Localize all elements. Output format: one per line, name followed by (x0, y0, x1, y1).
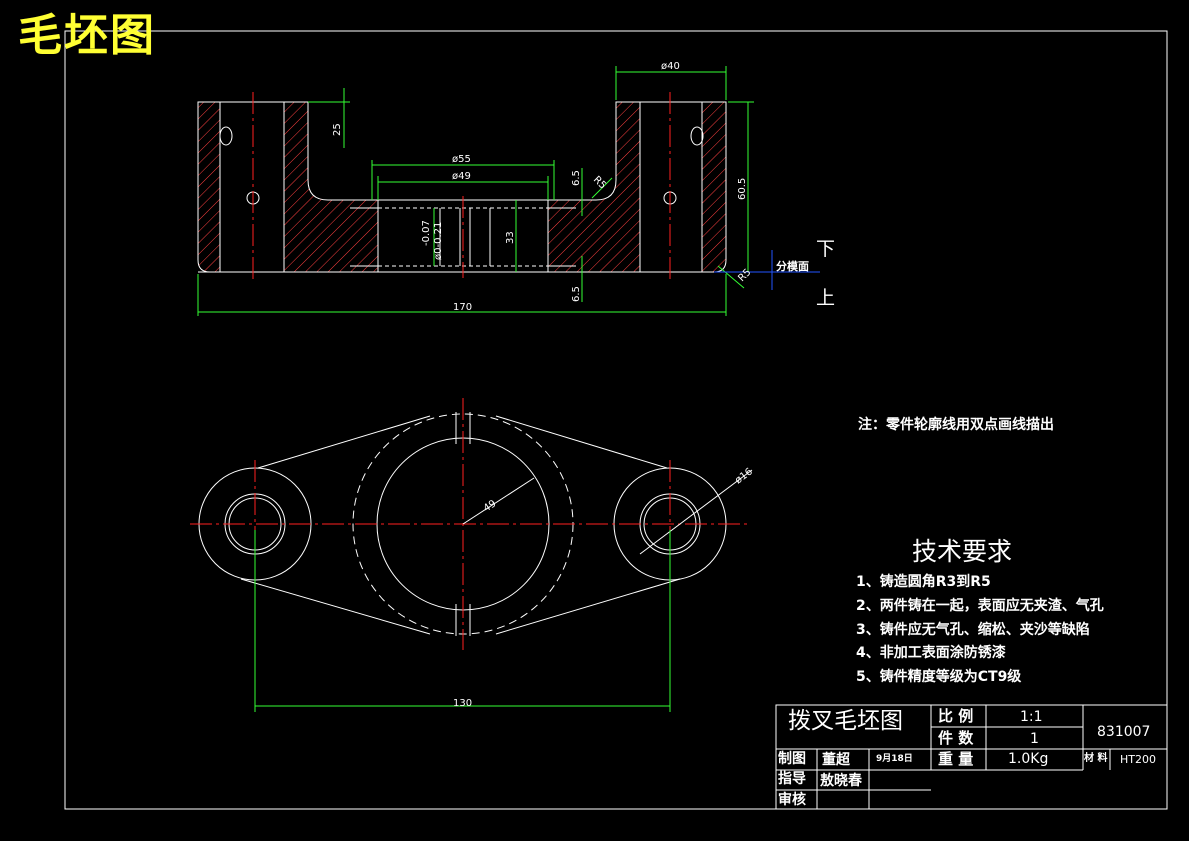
tb-drawn-date: 9月18日 (876, 754, 913, 764)
top-dimension-lines (462, 469, 753, 555)
tb-count-label: 件 数 (938, 729, 974, 747)
parting-upper-label: 上 (816, 287, 836, 309)
tb-weight-value: 1.0Kg (1008, 751, 1049, 767)
dim-h33: 33 (505, 231, 516, 244)
drawing-title: 毛坯图 (18, 10, 156, 61)
dim-r5a: R5 (591, 174, 608, 191)
dim-d49: ø49 (452, 171, 471, 182)
dim-h65a: 6.5 (571, 170, 582, 186)
tb-scale-value: 1:1 (1020, 709, 1043, 725)
title-block (775, 704, 1168, 810)
dim-r5b: R5 (736, 267, 753, 284)
tb-material-label: 材 料 (1084, 753, 1108, 764)
dim-h65b: 6.5 (571, 286, 582, 302)
dim-h605: 60.5 (737, 178, 748, 200)
dim-tol: -0.07 (421, 220, 432, 246)
requirement-item: 5、铸件精度等级为CT9级 (856, 669, 1022, 685)
front-dimensions (197, 66, 754, 316)
dim-d40: ø40 (661, 61, 680, 72)
tb-material-value: HT200 (1120, 753, 1156, 766)
requirement-item: 3、铸件应无气孔、缩松、夹沙等缺陷 (856, 622, 1090, 638)
dim-d55: ø55 (452, 154, 471, 165)
dim-d16: ø16 (733, 466, 755, 486)
tb-scale-label: 比 例 (938, 707, 974, 725)
dim-w130: 130 (453, 698, 472, 709)
tb-weight-label: 重 量 (938, 750, 974, 768)
dim-h25: 25 (332, 123, 343, 136)
tb-guide-label: 指导 (778, 771, 806, 787)
parting-label: 分模面 (776, 260, 809, 273)
dim-tol2: ø0-0.21 (433, 222, 444, 260)
drawing-frame (64, 30, 1168, 810)
requirement-item: 1、铸造圆角R3到R5 (856, 574, 991, 590)
tb-guide-name: 敖晓春 (820, 773, 862, 789)
tb-drawing-number: 831007 (1097, 724, 1151, 740)
tb-review-label: 审核 (778, 792, 806, 808)
requirements-title: 技术要求 (912, 537, 1013, 566)
dim-w170: 170 (453, 302, 472, 313)
top-dimensions (254, 530, 671, 712)
front-section-view (197, 92, 727, 282)
parting-line (714, 250, 820, 290)
note-text: 注：零件轮廓线用双点画线描出 (858, 417, 1054, 433)
tb-part-name: 拨叉毛坯图 (788, 708, 903, 734)
parting-lower-label: 下 (816, 238, 836, 260)
tb-drawn-label: 制图 (778, 751, 806, 767)
requirement-item: 4、非加工表面涂防锈漆 (856, 645, 1006, 661)
dim-r49: 49 (482, 498, 499, 514)
tb-drawn-name: 董超 (822, 752, 850, 768)
tb-count-value: 1 (1030, 731, 1039, 747)
requirement-item: 2、两件铸在一起，表面应无夹渣、气孔 (856, 598, 1104, 614)
